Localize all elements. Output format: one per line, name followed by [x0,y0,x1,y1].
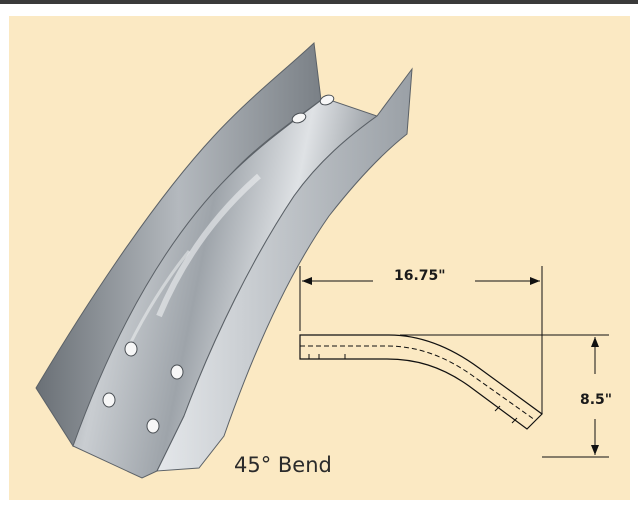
height-dimension-label: 8.5" [580,392,613,408]
dimension-drawing [299,266,609,458]
mounting-hole [102,392,116,408]
mounting-hole [170,364,184,380]
bend-channel-image [35,41,413,479]
mounting-hole [146,418,160,434]
product-illustration [35,41,609,479]
product-panel: 16.75" 8.5" 45° Bend [9,16,630,500]
mounting-hole [291,112,307,124]
mounting-hole [124,341,138,357]
mounting-hole [319,94,335,106]
bend-profile [299,334,543,430]
right-flange [156,67,413,472]
bend-profile-hidden-line [300,345,536,421]
product-caption: 45° Bend [234,453,332,477]
top-rule [0,0,638,4]
width-dimension-label: 16.75" [394,268,446,284]
